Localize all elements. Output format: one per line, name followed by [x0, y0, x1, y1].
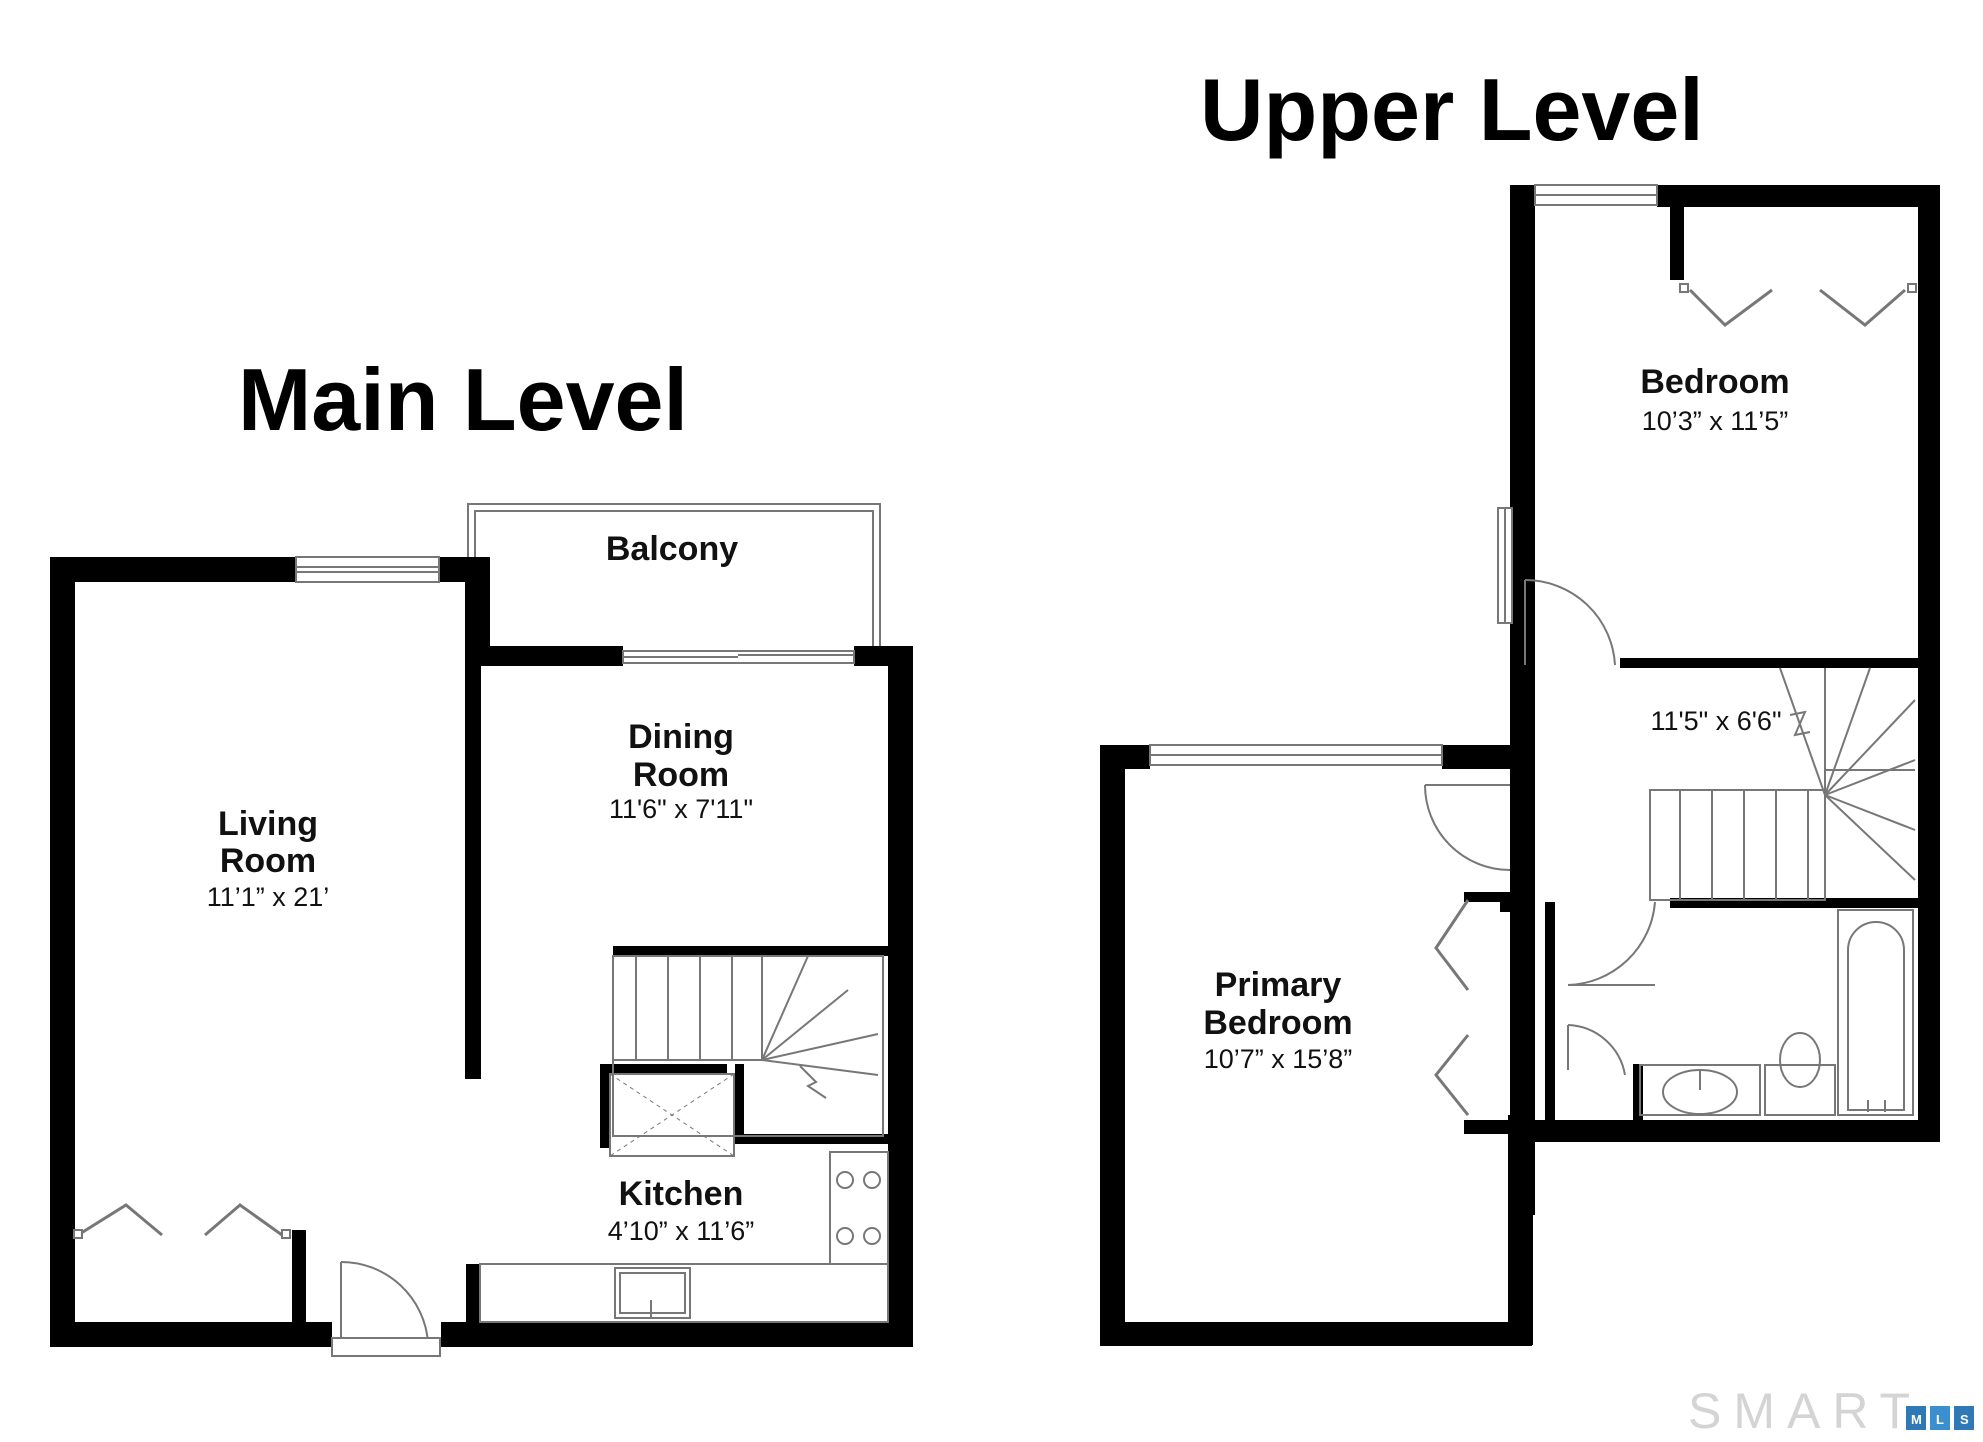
logo-badge-s-letter: S [1960, 1412, 1969, 1427]
main-windows [295, 556, 855, 664]
upper-windows [1149, 184, 1658, 766]
primary-closet-doors [1434, 899, 1470, 1116]
main-stairs [612, 955, 884, 1137]
living-closet-doors [73, 1203, 291, 1239]
bath-sink [1639, 1064, 1761, 1116]
living-room-label-line2: Room [220, 842, 316, 880]
logo-badge-m-letter: M [1911, 1412, 1922, 1427]
logo-badge-m [1906, 1406, 1926, 1430]
dining-room-label-line1: Dining [628, 718, 734, 756]
bathtub [1837, 909, 1914, 1116]
bedroom-closet-doors [1679, 283, 1917, 327]
bedroom-label: Bedroom [1640, 363, 1789, 401]
upper-level-title: Upper Level [1200, 60, 1704, 159]
kitchen-sink [479, 1263, 889, 1323]
main-level-plan [50, 503, 913, 1357]
logo-badge-l [1930, 1406, 1950, 1430]
logo-text: SMART [1688, 1383, 1922, 1439]
primary-bedroom-label-line1: Primary [1215, 966, 1342, 1004]
upper-level-plan [1100, 184, 1940, 1346]
upper-doors [1424, 578, 1656, 1076]
logo-badge-l-letter: L [1936, 1412, 1944, 1427]
living-room-label-line1: Living [218, 805, 318, 843]
kitchen-dims: 4’10” x 11’6” [608, 1216, 755, 1246]
toilet [1764, 1032, 1836, 1116]
smart-mls-logo: SMART M L S [1688, 1383, 1974, 1439]
kitchen-stove [829, 1151, 889, 1265]
main-level-title: Main Level [238, 350, 688, 449]
main-walls [50, 557, 913, 1347]
bedroom-dims: 10’3” x 11’5” [1642, 406, 1789, 436]
balcony-outline [467, 503, 881, 652]
balcony-label: Balcony [606, 530, 738, 568]
kitchen-label: Kitchen [619, 1175, 744, 1213]
upper-stairs [1649, 667, 1916, 901]
dining-room-dims: 11'6" x 7'11" [609, 794, 753, 824]
primary-bedroom-dims: 10’7” x 15’8” [1204, 1044, 1353, 1074]
dining-room-label-line2: Room [633, 756, 729, 794]
upper-walls [1100, 185, 1940, 1346]
entry-door [331, 1260, 441, 1357]
living-room-dims: 11’1” x 21’ [207, 882, 330, 912]
primary-bedroom-label-line2: Bedroom [1203, 1004, 1352, 1042]
pantry [609, 1073, 735, 1157]
hallway-dims: 11'5" x 6'6" [1650, 706, 1781, 736]
logo-badge-s [1954, 1406, 1974, 1430]
